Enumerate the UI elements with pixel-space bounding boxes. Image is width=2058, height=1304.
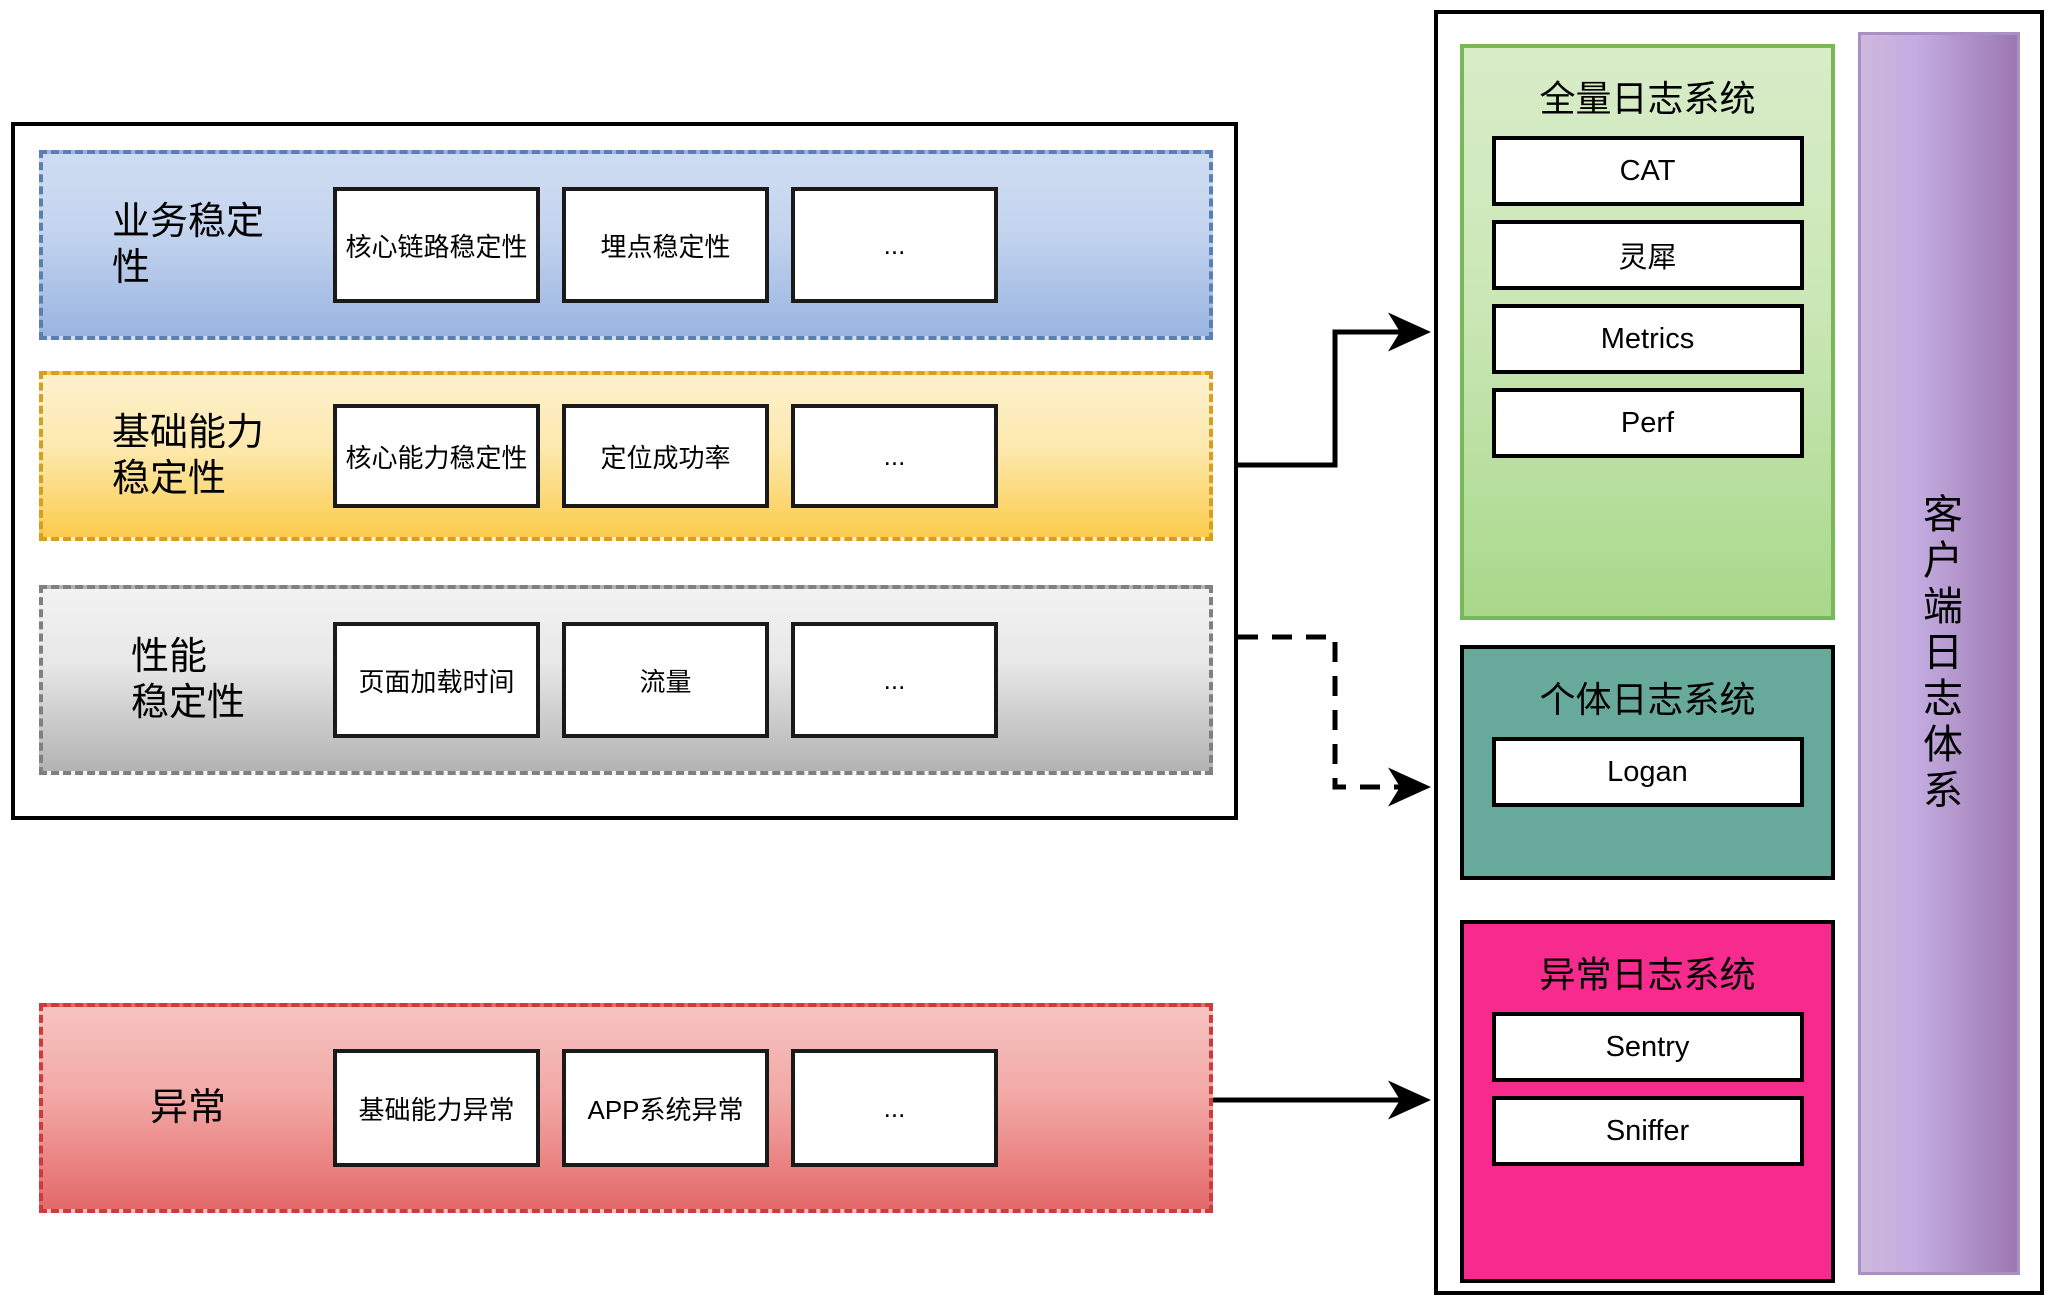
metric-exception-more[interactable]: ... (791, 1049, 998, 1167)
metric-traffic[interactable]: 流量 (562, 622, 769, 738)
log-tool-metrics[interactable]: Metrics (1491, 304, 1804, 374)
log-tool-cat[interactable]: CAT (1491, 136, 1804, 206)
connector-performance-to-individual-log (1238, 634, 1432, 807)
connector-stability-to-full-log (1238, 312, 1432, 468)
system-full-log-title: 全量日志系统 (1539, 78, 1756, 119)
system-full-log[interactable]: 全量日志系统 CAT 灵犀 Metrics Perf (1460, 44, 1835, 620)
client-log-system-vertical-label: 客户端日志体系 (1917, 492, 1961, 815)
band-basic-capability-label-wrap: 基础能力 稳定性 (43, 410, 333, 503)
metric-tracking-stability[interactable]: 埋点稳定性 (562, 187, 769, 303)
band-business-stability-label-wrap: 业务稳定 性 (43, 199, 333, 292)
band-exception-label: 异常 (149, 1086, 226, 1129)
log-tool-lingxi[interactable]: 灵犀 (1491, 220, 1804, 290)
band-performance-stability[interactable]: 性能 稳定性 页面加载时间 流量 ... (39, 585, 1213, 775)
log-tool-logan[interactable]: Logan (1491, 737, 1804, 807)
band-business-stability-label: 业务稳定 性 (111, 200, 264, 289)
system-individual-log[interactable]: 个体日志系统 Logan (1460, 645, 1835, 880)
metric-core-capability-stability[interactable]: 核心能力稳定性 (333, 404, 540, 508)
log-tool-perf[interactable]: Perf (1491, 388, 1804, 458)
system-exception-log-title: 异常日志系统 (1539, 954, 1756, 995)
client-log-system-vertical-banner[interactable]: 客户端日志体系 (1858, 32, 2020, 1275)
metric-performance-more[interactable]: ... (791, 622, 998, 738)
band-basic-capability-items: 核心能力稳定性 定位成功率 ... (333, 404, 998, 508)
band-basic-capability-stability[interactable]: 基础能力 稳定性 核心能力稳定性 定位成功率 ... (39, 371, 1213, 541)
metric-basic-capability-exception[interactable]: 基础能力异常 (333, 1049, 540, 1167)
system-individual-log-title: 个体日志系统 (1539, 679, 1756, 720)
metric-location-success-rate[interactable]: 定位成功率 (562, 404, 769, 508)
metric-business-more[interactable]: ... (791, 187, 998, 303)
log-tool-sentry[interactable]: Sentry (1491, 1012, 1804, 1082)
band-business-stability-items: 核心链路稳定性 埋点稳定性 ... (333, 187, 998, 303)
band-exception[interactable]: 异常 基础能力异常 APP系统异常 ... (39, 1003, 1213, 1213)
band-business-stability[interactable]: 业务稳定 性 核心链路稳定性 埋点稳定性 ... (39, 150, 1213, 340)
band-performance-stability-label: 性能 稳定性 (130, 635, 245, 724)
metric-core-link-stability[interactable]: 核心链路稳定性 (333, 187, 540, 303)
band-performance-items: 页面加载时间 流量 ... (333, 622, 998, 738)
metric-app-system-exception[interactable]: APP系统异常 (562, 1049, 769, 1167)
band-exception-label-wrap: 异常 (43, 1085, 333, 1131)
band-exception-items: 基础能力异常 APP系统异常 ... (333, 1049, 998, 1167)
band-performance-label-wrap: 性能 稳定性 (43, 634, 333, 727)
metric-capability-more[interactable]: ... (791, 404, 998, 508)
system-exception-log[interactable]: 异常日志系统 Sentry Sniffer (1460, 920, 1835, 1283)
metric-page-load-time[interactable]: 页面加载时间 (333, 622, 540, 738)
log-tool-sniffer[interactable]: Sniffer (1491, 1096, 1804, 1166)
band-basic-capability-stability-label: 基础能力 稳定性 (111, 411, 264, 500)
